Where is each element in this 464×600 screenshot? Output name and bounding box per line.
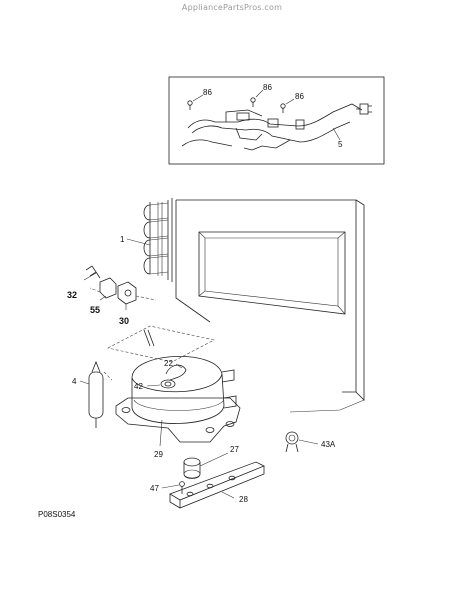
compressor: 42 22 29 [107, 325, 241, 459]
callout-29: 29 [154, 450, 163, 459]
compressor-shell [131, 356, 225, 424]
terminal-grommet [160, 379, 176, 389]
filter-drier: 4 [72, 360, 113, 428]
connector-block-2 [267, 118, 279, 128]
plug-connector [359, 103, 369, 115]
process-tube [143, 329, 155, 347]
watermark-text: ApplianceParts​Pros.com [181, 3, 283, 12]
callout-5: 5 [338, 140, 343, 149]
callout-1: 1 [120, 235, 125, 244]
harness-loop [235, 127, 263, 141]
relay-clip [85, 265, 101, 279]
condenser-coil: 1 [120, 198, 173, 282]
screw-icon [280, 103, 286, 113]
overload-protector [117, 281, 137, 305]
relay-overload-group: 32 55 30 [67, 265, 157, 326]
connector-block-1 [236, 112, 250, 121]
screw-icon [187, 100, 193, 110]
callout-27: 27 [230, 445, 239, 454]
compressor-base [115, 397, 241, 443]
callout-28: 28 [239, 495, 248, 504]
callout-32: 32 [67, 290, 77, 300]
screw-icon [250, 97, 256, 107]
callout-30: 30 [119, 316, 129, 326]
callout-47: 47 [150, 484, 159, 493]
harness-branch [225, 109, 263, 122]
inset-frame [168, 76, 385, 165]
harness-wire-lower [181, 139, 233, 147]
callout-86-right: 86 [295, 92, 304, 101]
wiring-harness-inset: 86 86 86 5 [168, 76, 385, 165]
tube-clamp: 43A [285, 431, 336, 453]
discharge-tube [223, 395, 237, 409]
connector-block-3 [295, 119, 305, 130]
callout-86-left: 86 [203, 88, 212, 97]
callout-4: 4 [72, 377, 77, 386]
relay-cover [99, 277, 117, 299]
screw-icon [179, 481, 185, 494]
mount-grommet [183, 457, 201, 467]
mounting-hardware: 27 28 47 [150, 445, 265, 509]
callout-55: 55 [90, 305, 100, 315]
harness-wire-second [191, 121, 351, 143]
callout-22: 22 [164, 359, 173, 368]
back-panel [198, 231, 346, 315]
callout-43a: 43A [321, 440, 336, 449]
grommet-part [165, 364, 187, 381]
harness-wire-main [187, 103, 363, 129]
callout-42: 42 [134, 382, 143, 391]
harness-tail [243, 139, 291, 151]
diagram-code: P08S0354 [38, 510, 76, 519]
cabinet-outline [175, 199, 365, 413]
callout-86-mid: 86 [263, 83, 272, 92]
suction-tube [221, 369, 235, 383]
